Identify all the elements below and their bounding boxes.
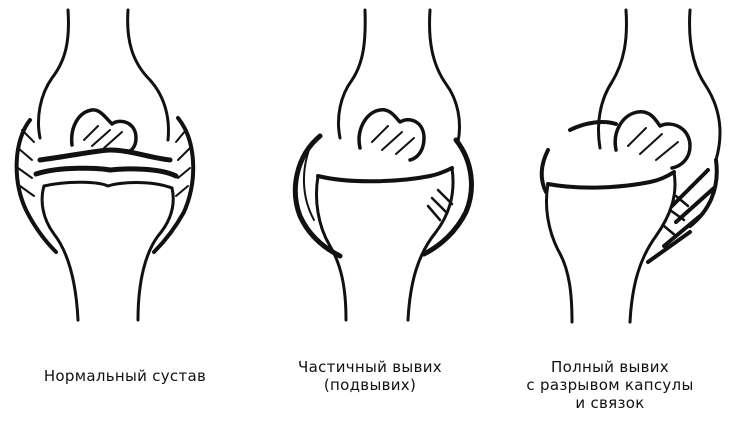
full-dislocation-figure	[542, 10, 720, 322]
notch-shading	[84, 126, 122, 148]
caption-line: Полный вывих	[505, 358, 715, 376]
normal-joint-figure	[17, 10, 194, 320]
femur-articular-surface	[40, 150, 170, 160]
intercondylar-notch	[72, 110, 136, 152]
joint-space	[36, 168, 176, 176]
notch-shading-2	[372, 126, 414, 154]
tibia-outline-3	[546, 172, 675, 322]
caption-partial-dislocation: Частичный вывих (подвывих)	[270, 358, 470, 394]
caption-normal-joint: Нормальный сустав	[30, 367, 220, 385]
caption-line: с разрывом капсулы	[505, 376, 715, 394]
caption-full-dislocation: Полный вывих с разрывом капсулы и связок	[505, 358, 715, 412]
tibia-top	[44, 182, 172, 188]
caption-line: и связок	[505, 394, 715, 412]
intercondylar-notch-2	[359, 110, 424, 160]
caption-line: Нормальный сустав	[30, 367, 220, 385]
notch-shading-3	[628, 128, 678, 160]
tibia-outline-2	[317, 168, 454, 320]
torn-capsule-left	[570, 122, 616, 130]
intercondylar-notch-3	[615, 112, 690, 168]
femur-outline	[39, 10, 169, 140]
tibia-plateau-3	[548, 172, 674, 188]
caption-line: Частичный вывих	[270, 358, 470, 376]
caption-line: (подвывих)	[270, 376, 470, 394]
tibia-plateau-2	[318, 168, 452, 181]
torn-ligaments-right	[648, 160, 717, 262]
partial-dislocation-figure	[295, 10, 471, 320]
